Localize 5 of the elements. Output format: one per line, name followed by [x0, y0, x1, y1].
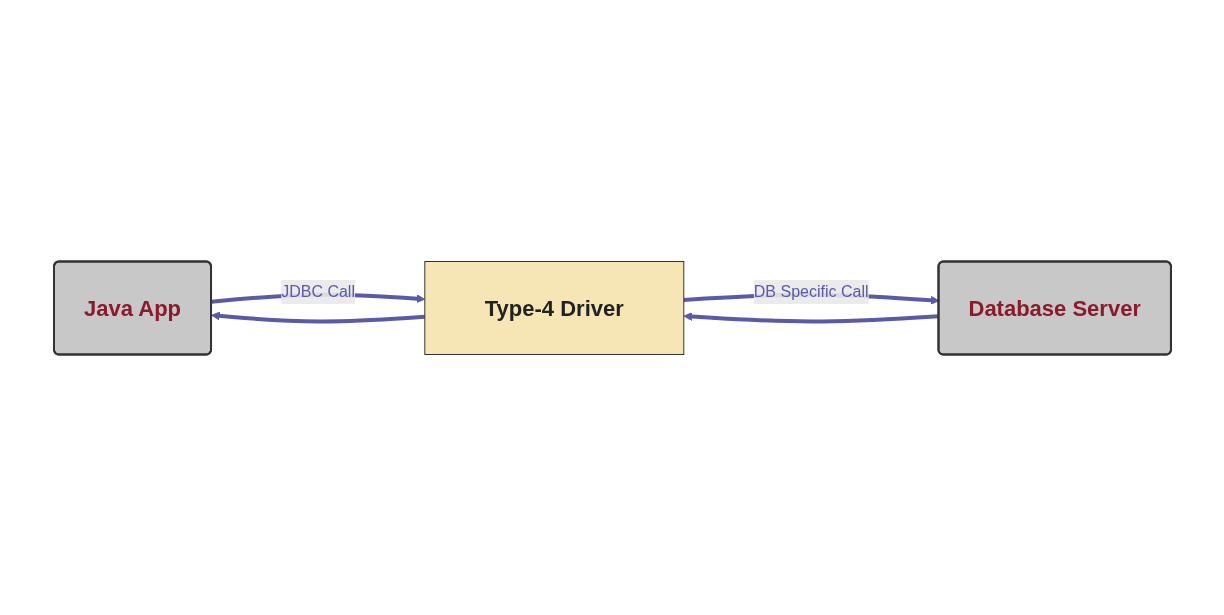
arrow: [210, 311, 425, 323]
arrow: [682, 311, 939, 323]
node-box: Type-4 Driver: [423, 260, 684, 355]
edge-label: JDBC Call: [280, 282, 355, 300]
edge-label: DB Specific Call: [753, 282, 869, 300]
